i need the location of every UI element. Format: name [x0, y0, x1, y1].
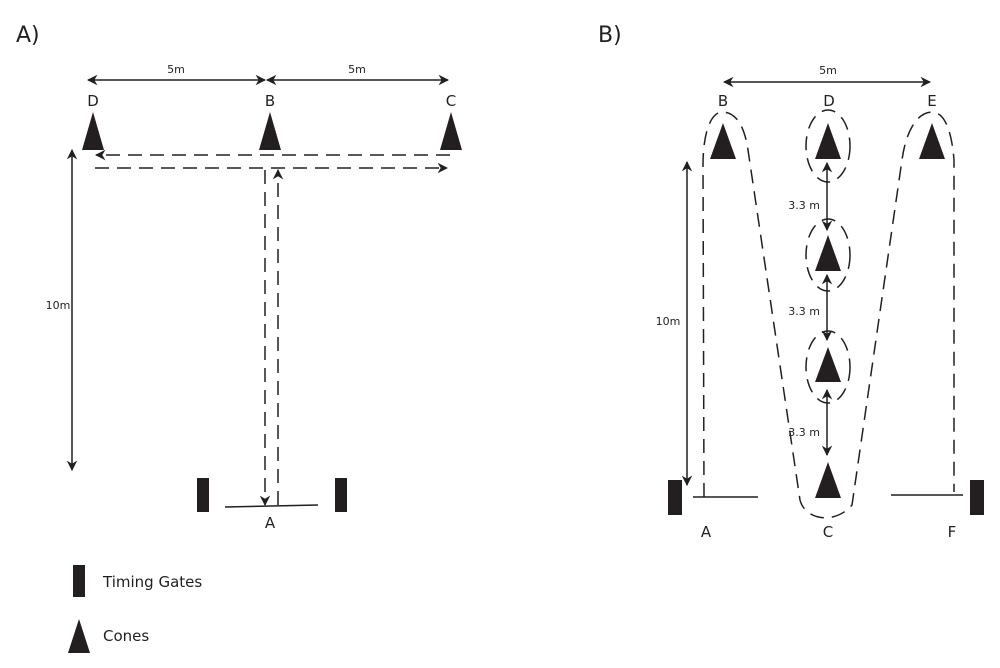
point-label-c: C [446, 92, 456, 110]
cone-icon [815, 123, 841, 159]
panel-a: A) 5m 5m D B C 10m A [16, 23, 462, 532]
panel-b: B) 5m B D E 3.3 m 3.3 m 3.3 m 10m A C F [598, 23, 984, 541]
panel-b-title: B) [598, 23, 622, 48]
cone-icon [68, 619, 90, 653]
cone-icon [259, 112, 281, 150]
timing-gate-icon [335, 478, 347, 512]
path-line [702, 111, 955, 519]
point-label-d: D [87, 92, 99, 110]
cone-icon [919, 123, 945, 159]
width-label: 5m [819, 64, 837, 77]
point-label-a: A [701, 523, 712, 541]
spacing-label: 3.3 m [788, 199, 820, 212]
panel-a-title: A) [16, 23, 40, 48]
start-line [224, 504, 319, 508]
cone-icon [815, 347, 841, 382]
point-label-b: B [718, 92, 728, 110]
cone-icon [815, 235, 841, 271]
timing-gate-icon [73, 565, 85, 597]
point-label-c: C [823, 523, 833, 541]
width-label-left: 5m [167, 63, 185, 76]
spacing-label: 3.3 m [788, 305, 820, 318]
cone-icon [710, 123, 736, 159]
timing-gate-icon [970, 480, 984, 515]
point-label-b: B [265, 92, 275, 110]
legend-timing-gates: Timing Gates [102, 573, 202, 591]
timing-gate-icon [668, 480, 682, 515]
point-label-f: F [948, 523, 957, 541]
legend-cones: Cones [103, 627, 149, 645]
point-label-a: A [265, 514, 276, 532]
point-label-d: D [823, 92, 835, 110]
length-label: 10m [46, 299, 71, 312]
spacing-label: 3.3 m [788, 426, 820, 439]
cone-icon [82, 112, 104, 150]
cone-icon [440, 112, 462, 150]
cone-icon [815, 462, 841, 498]
legend: Timing Gates Cones [68, 565, 202, 653]
point-label-e: E [927, 92, 936, 110]
width-label-right: 5m [348, 63, 366, 76]
timing-gate-icon [197, 478, 209, 512]
length-label: 10m [656, 315, 681, 328]
